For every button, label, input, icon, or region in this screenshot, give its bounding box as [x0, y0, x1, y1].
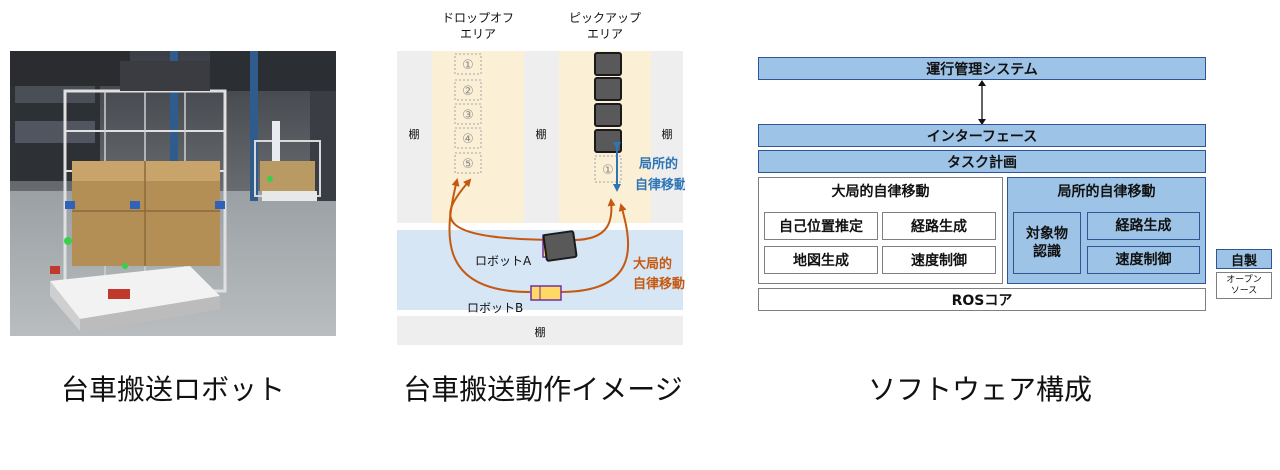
shelf-bottom — [397, 316, 683, 345]
path-robot-b-left — [448, 178, 531, 293]
global-label-2: 自律移動 — [633, 276, 685, 292]
caption-motion-image: 台車搬送動作イメージ — [403, 373, 683, 406]
cell-speed-ctrl-local: 速度制御 — [1087, 246, 1200, 274]
robot-a — [542, 230, 578, 262]
task-plan-box: タスク計画 — [758, 150, 1206, 173]
dropoff-label-1: ドロップオフ — [442, 11, 514, 25]
cart — [594, 103, 622, 127]
robot-b — [530, 285, 562, 301]
motion-diagram: ドロップオフ エリア ピックアップ エリア 棚 棚 棚 棚 ① ② ③ ④ ⑤ … — [397, 11, 685, 345]
ops-interface-arrow — [978, 80, 986, 125]
path-robot-b — [559, 203, 630, 293]
cart — [594, 77, 622, 101]
robot-b-body — [530, 285, 562, 301]
cell-object-recognition: 対象物 認識 — [1013, 212, 1081, 274]
caption-software: ソフトウェア構成 — [867, 373, 1092, 406]
cell-object-recognition-line1: 対象物 — [1026, 225, 1068, 242]
cell-path-gen-local: 経路生成 — [1087, 212, 1200, 240]
legend-open-source: オープン ソース — [1216, 272, 1272, 299]
slot-number: ① — [602, 163, 614, 178]
robot-photo-illustration — [10, 51, 336, 336]
shelf-label-middle: 棚 — [536, 127, 547, 141]
slot — [454, 53, 482, 75]
cell-localization: 自己位置推定 — [764, 212, 878, 240]
path-robot-a-right — [572, 198, 616, 241]
slot-number: ⑤ — [462, 157, 474, 172]
shelf-left — [397, 51, 432, 223]
shelf-label-right: 棚 — [662, 127, 673, 141]
shelf-label-left: 棚 — [409, 127, 420, 141]
ops-system-box: 運行管理システム — [758, 57, 1206, 80]
slot-number: ① — [462, 58, 474, 73]
cart — [594, 52, 622, 76]
caption-robot-photo: 台車搬送ロボット — [60, 373, 285, 406]
pickup-carts: ① — [594, 52, 622, 183]
robot-photo — [10, 51, 336, 336]
global-label-1: 大局的 — [633, 256, 672, 272]
shelf-right — [651, 51, 683, 223]
slot — [454, 152, 482, 174]
slot-number: ③ — [462, 108, 474, 123]
cell-path-gen-global: 経路生成 — [882, 212, 996, 240]
ros-core-box: ROSコア — [758, 288, 1206, 311]
dropoff-label-2: エリア — [460, 27, 496, 41]
cell-speed-ctrl-global: 速度制御 — [882, 246, 996, 274]
slot — [454, 127, 482, 149]
local-autonomy-title: 局所的自律移動 — [1057, 184, 1156, 200]
interface-box: インターフェース — [758, 124, 1206, 147]
slot-number: ④ — [462, 132, 474, 147]
slot — [454, 79, 482, 101]
pickup-label-2: エリア — [587, 27, 623, 41]
cell-map-gen: 地図生成 — [764, 246, 878, 274]
slot-number: ② — [462, 84, 474, 99]
robot-a-label: ロボットA — [475, 254, 532, 268]
legend-open-line1: オープン — [1226, 275, 1262, 286]
legend-open-line2: ソース — [1230, 285, 1258, 296]
robot-a-cart — [542, 230, 578, 262]
robot-b-label: ロボットB — [467, 301, 523, 315]
legend-own: 自製 — [1216, 249, 1272, 269]
global-autonomy-title: 大局的自律移動 — [831, 184, 930, 200]
slot — [454, 103, 482, 125]
cart-target-slot — [594, 155, 622, 183]
local-label-2: 自律移動 — [635, 177, 685, 193]
dropoff-area — [432, 51, 524, 223]
local-label-1: 局所的 — [639, 156, 678, 172]
pickup-label-1: ピックアップ — [569, 11, 641, 25]
shelf-label-bottom: 棚 — [535, 325, 546, 339]
dropoff-slots: ① ② ③ ④ ⑤ — [454, 53, 482, 174]
shelf-middle — [524, 51, 559, 223]
path-robot-a — [449, 178, 566, 241]
cell-object-recognition-line2: 認識 — [1033, 244, 1061, 260]
